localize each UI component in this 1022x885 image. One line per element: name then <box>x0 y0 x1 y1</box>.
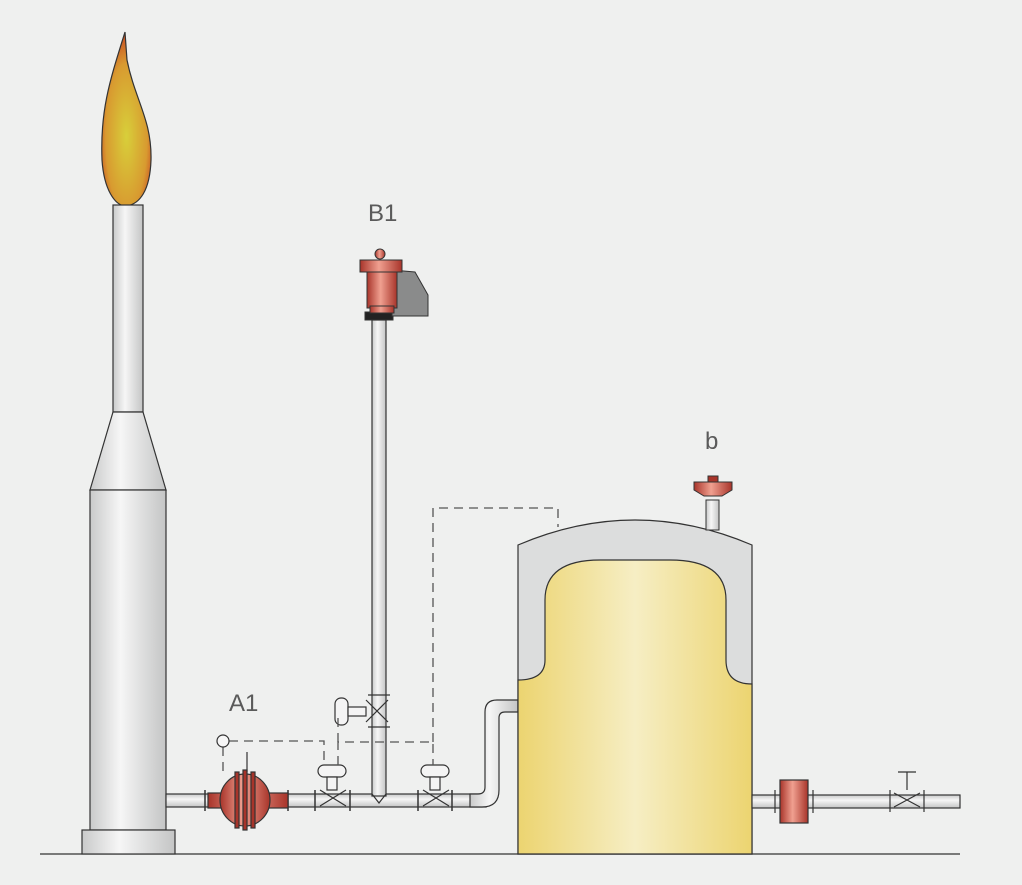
flame-arrestor-a1[interactable] <box>207 752 289 831</box>
outlet-valve[interactable] <box>889 771 925 812</box>
main-pipe <box>165 319 519 808</box>
flame-icon <box>101 31 152 207</box>
flare-stack <box>81 31 176 855</box>
sensor-point <box>216 734 230 748</box>
label-b1: B1 <box>368 200 398 227</box>
breather-valve-b1[interactable] <box>359 248 429 321</box>
label-b: b <box>705 428 719 455</box>
label-a1: A1 <box>229 690 259 717</box>
control-lines <box>222 507 559 775</box>
valve-2[interactable] <box>420 764 450 807</box>
valve-1[interactable] <box>317 764 347 807</box>
outlet-pipe <box>751 779 961 824</box>
pressure-valve-b[interactable] <box>693 475 733 531</box>
storage-tank <box>517 519 753 855</box>
